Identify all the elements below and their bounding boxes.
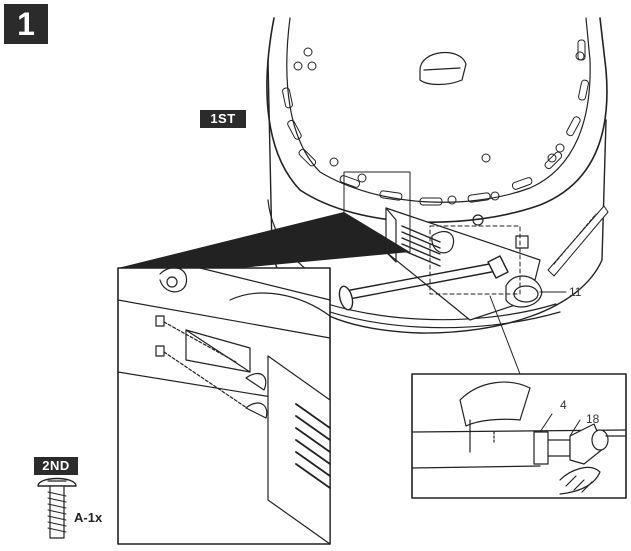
hardware-label: A-1x <box>74 510 103 525</box>
zoom-region-2 <box>429 225 521 295</box>
support-rod <box>338 255 509 311</box>
screw-icon <box>37 477 77 539</box>
callout-part-4: 4 <box>560 398 567 412</box>
detail-inset-bracket <box>117 212 410 545</box>
second-step-tag: 2ND <box>34 457 78 475</box>
driver-bracket <box>385 207 543 321</box>
ring-screws <box>293 47 585 205</box>
detail-inset-socket <box>411 295 627 499</box>
center-opening <box>419 51 467 86</box>
callout-part-11: 11 <box>569 285 582 299</box>
first-step-tag: 1ST <box>200 110 246 128</box>
mounting-slots <box>282 39 589 206</box>
callout-part-18: 18 <box>586 412 600 426</box>
step-number-badge: 1 <box>4 4 48 44</box>
cable-strip <box>547 205 609 277</box>
